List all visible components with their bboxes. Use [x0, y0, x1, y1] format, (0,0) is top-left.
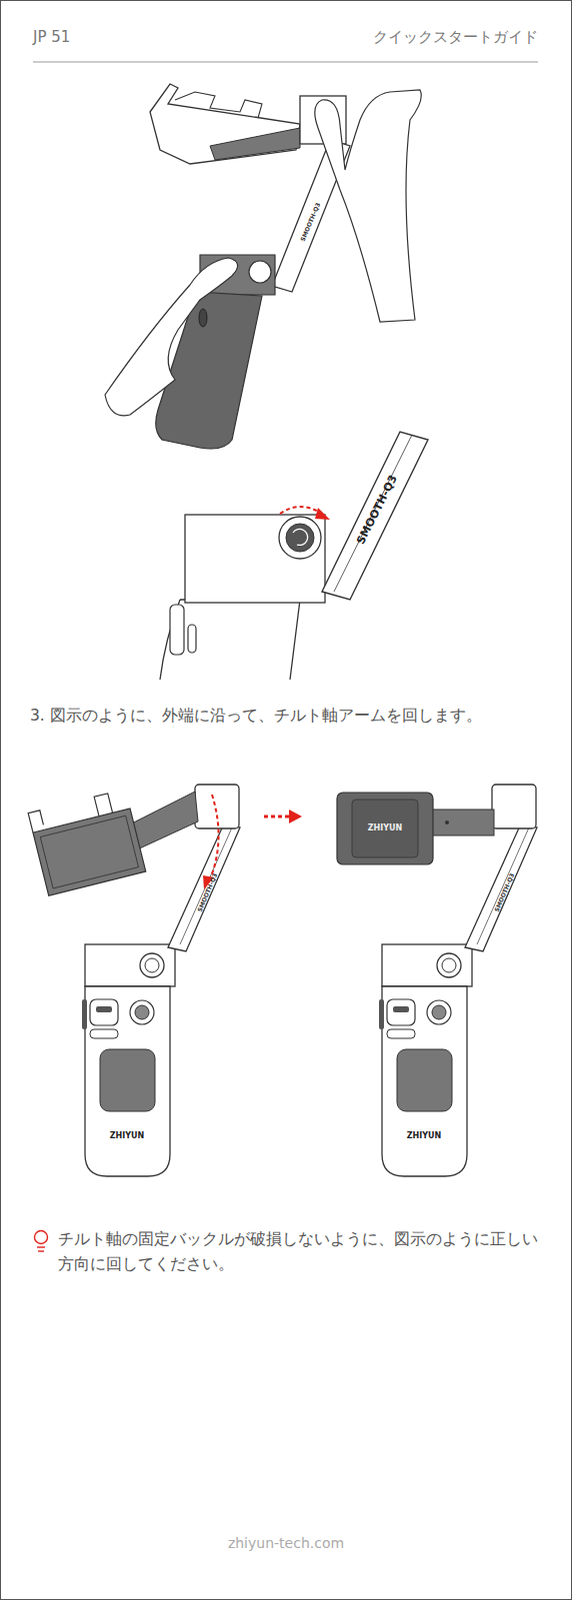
page-number: JP 51	[33, 28, 70, 46]
brand-mark: ZHIYUN	[407, 1132, 441, 1142]
step-text: 3. 図示のように、外端に沿って、チルト軸アームを回します。	[30, 707, 482, 726]
header-title: クイックスタートガイド	[373, 28, 538, 46]
brand-mark: ZHIYUN	[368, 824, 402, 834]
footer-url: zhiyun-tech.com	[228, 1536, 344, 1553]
note-text: チルト軸の固定バックルが破損しないように、図示のように正しい方向に回してください…	[58, 1227, 548, 1277]
brand-mark: ZHIYUN	[110, 1132, 144, 1142]
